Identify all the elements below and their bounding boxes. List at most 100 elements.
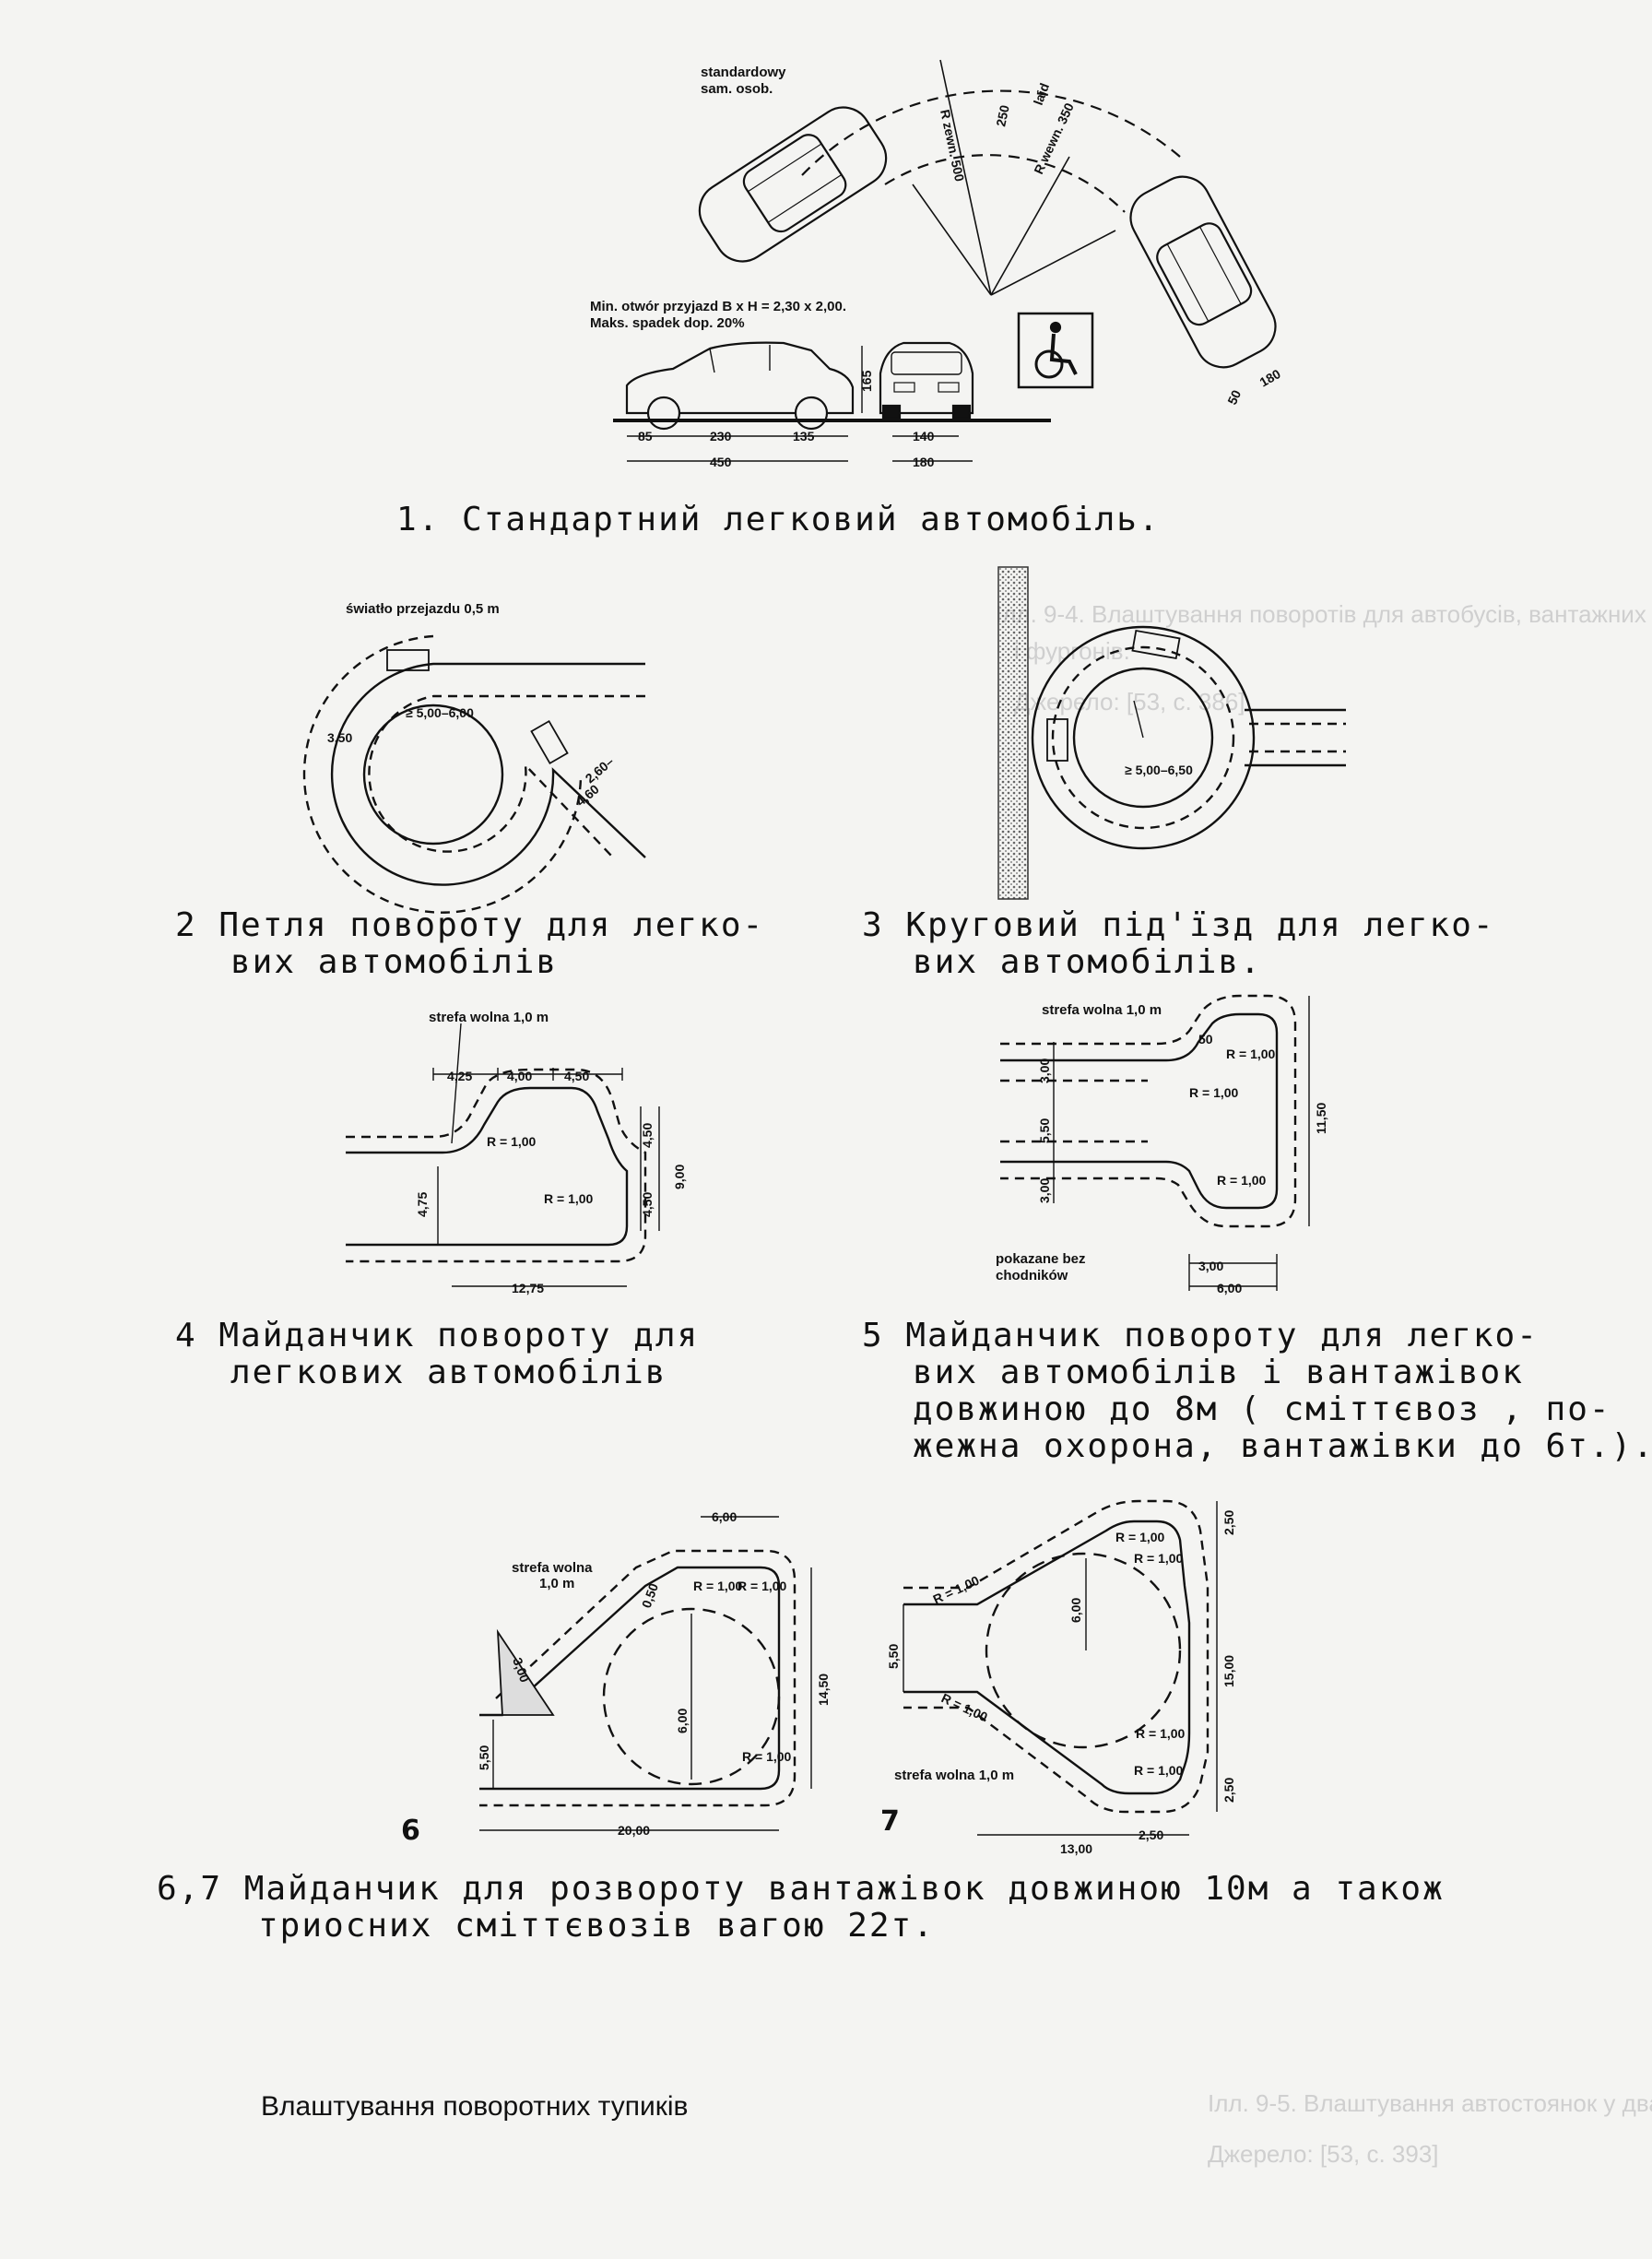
dimension: 3,00: [1037, 1178, 1052, 1203]
car-top-view-left: [698, 106, 888, 263]
dimension: R = 1,00: [1189, 1085, 1239, 1100]
dimension: R = 1,00: [931, 1573, 982, 1607]
dimension: R = 1,00: [1136, 1726, 1186, 1741]
label: chodników: [996, 1268, 1068, 1283]
dimension: 180: [1257, 366, 1283, 390]
figure-7-labels: R = 1,00 R = 1,00 R = 1,00 R = 1,00 R = …: [880, 1510, 1236, 1856]
figure-title: вих автомобілів: [230, 943, 558, 981]
dimension: 180: [913, 455, 935, 469]
label: standardowy: [701, 65, 786, 80]
dimension: 3,00: [1198, 1259, 1223, 1273]
figure-4-turnaround-pad: [346, 1023, 660, 1287]
dimension: 50: [1224, 387, 1244, 407]
dimension: 5,50: [886, 1644, 901, 1669]
figure-6-labels: strefa wolna 1,0 m 6,00 R = 1,00 R = 1,0…: [401, 1509, 831, 1847]
dimension: 14,50: [816, 1674, 831, 1706]
figure-5-turnaround-pad: [1000, 994, 1310, 1291]
dimension: 4,50: [640, 1123, 655, 1148]
label: strefa wolna 1,0 m: [429, 1010, 549, 1025]
dimension: R wewn. 350: [1031, 101, 1077, 176]
dimension: 3,00: [1037, 1059, 1052, 1083]
dimension: 6,00: [675, 1709, 690, 1733]
dimension: 6,00: [1217, 1281, 1242, 1295]
radius-line: [990, 230, 1116, 296]
figure-title: жежна охорона, вантажівки до 6т.).: [913, 1427, 1652, 1465]
dimension: 4,25: [447, 1069, 472, 1083]
figure-4-labels: strefa wolna 1,0 m 4,25 4,00 4,50 R = 1,…: [175, 1010, 699, 1391]
dimension: 2,50: [1221, 1510, 1236, 1535]
radius-line: [990, 156, 1070, 296]
figure-2-labels: światło przejazdu 0,5 m 3,50 ≥ 5,00–6,00…: [175, 601, 764, 981]
dimension: 5,50: [477, 1745, 491, 1770]
dimension: R = 1,00: [544, 1191, 594, 1206]
ghost-line: і фургонів.: [1014, 637, 1130, 665]
car-top-view-right: [1129, 175, 1277, 369]
figure-title: довжиною до 8м ( сміттєвоз , по-: [913, 1390, 1611, 1428]
dimension: 450: [710, 455, 732, 469]
dimension: 11,50: [1314, 1103, 1328, 1134]
inner-turning-arc: [884, 154, 1126, 213]
dimension: 140: [913, 429, 935, 444]
dimension: 2,50: [1221, 1778, 1236, 1803]
dimension: 5,50: [1037, 1118, 1052, 1143]
ghost-line: Джерело: [53, с. 386]: [1014, 688, 1245, 716]
dimension: R = 1,00: [1134, 1763, 1184, 1778]
dimension: 4,50: [640, 1192, 655, 1217]
label: strefa wolna 1,0 m: [894, 1768, 1014, 1783]
dimension: 13,00: [1060, 1841, 1092, 1856]
dimension: laid: [1031, 81, 1052, 107]
dimension: 4,00: [507, 1069, 532, 1083]
dimension: R = 1,00: [693, 1579, 743, 1593]
radius-line: [912, 183, 992, 296]
dimension: R = 1,00: [742, 1749, 792, 1764]
figure-title: 1. Стандартний легковий автомобіль.: [396, 501, 1161, 538]
dimension: 4,50: [564, 1069, 589, 1083]
figure-title: вих автомобілів і вантажівок: [913, 1354, 1524, 1391]
dimension: R = 1,00: [1134, 1551, 1184, 1566]
figure-title: 2 Петля повороту для легко-: [175, 906, 764, 944]
dimension: 3,50: [327, 730, 352, 745]
building-wall: [997, 566, 1029, 900]
figure-number: 7: [880, 1805, 900, 1838]
dimension: R = 1,00: [1115, 1530, 1165, 1544]
ghost-line: Ілл. 9-5. Влаштування автостоянок у два …: [1208, 2089, 1652, 2117]
dimension: R zewn. 500: [938, 108, 967, 183]
figure-6-truck-turnaround: [479, 1516, 812, 1831]
dimension: 230: [710, 429, 732, 444]
dimension: R = 1,00: [1217, 1173, 1267, 1188]
figure-7-truck-turnaround: [903, 1499, 1218, 1836]
figure-1-standard-car: [613, 59, 1277, 462]
dimension: 12,75: [512, 1281, 544, 1295]
car-front-view: [879, 341, 974, 420]
ghost-text: Ілл. 9-4. Влаштування поворотів для авто…: [996, 600, 1652, 2168]
figure-title: 6,7 Майданчик для розвороту вантажівок д…: [157, 1870, 1445, 1908]
figure-3-labels: ≥ 5,00–6,50 3 Круговий під'їзд для легко…: [862, 763, 1495, 981]
label: strefa wolna: [512, 1560, 593, 1576]
figure-title: 3 Круговий під'їзд для легко-: [862, 906, 1495, 944]
figure-title: 5 Майданчик повороту для легко-: [862, 1317, 1539, 1354]
dimension: R = 1,00: [1226, 1047, 1276, 1061]
figure-title: 4 Майданчик повороту для: [175, 1317, 699, 1354]
dimension: 0,50: [639, 1581, 661, 1610]
figure-6-7-title: 6,7 Майданчик для розвороту вантажівок д…: [157, 1870, 1445, 1945]
ghost-line: Ілл. 9-4. Влаштування поворотів для авто…: [996, 600, 1652, 628]
figure-5-labels: strefa wolna 1,0 m 3,00 5,50 3,00 11,50 …: [862, 1002, 1652, 1465]
dimension: 135: [793, 429, 815, 444]
dimension: R = 1,00: [738, 1579, 787, 1593]
dimension: 9,00: [672, 1165, 687, 1189]
dimension: 85: [638, 429, 653, 444]
dimension: 15,00: [1221, 1655, 1236, 1687]
dimension: 20,00: [618, 1823, 650, 1838]
label: Maks. spadek dop. 20%: [590, 315, 745, 331]
dimension: 165: [859, 370, 874, 392]
car-side-view: [625, 341, 855, 431]
figure-title: вих автомобілів.: [913, 943, 1262, 981]
dimension: 2,60–: [583, 753, 617, 786]
wheelchair-sign-icon: [1017, 312, 1094, 389]
figure-title: триосних сміттєвозів вагою 22т.: [258, 1907, 935, 1945]
dimension: ≥ 5,00–6,50: [1125, 763, 1193, 777]
figure-number: 6: [401, 1815, 420, 1847]
label: sam. osob.: [701, 81, 773, 97]
